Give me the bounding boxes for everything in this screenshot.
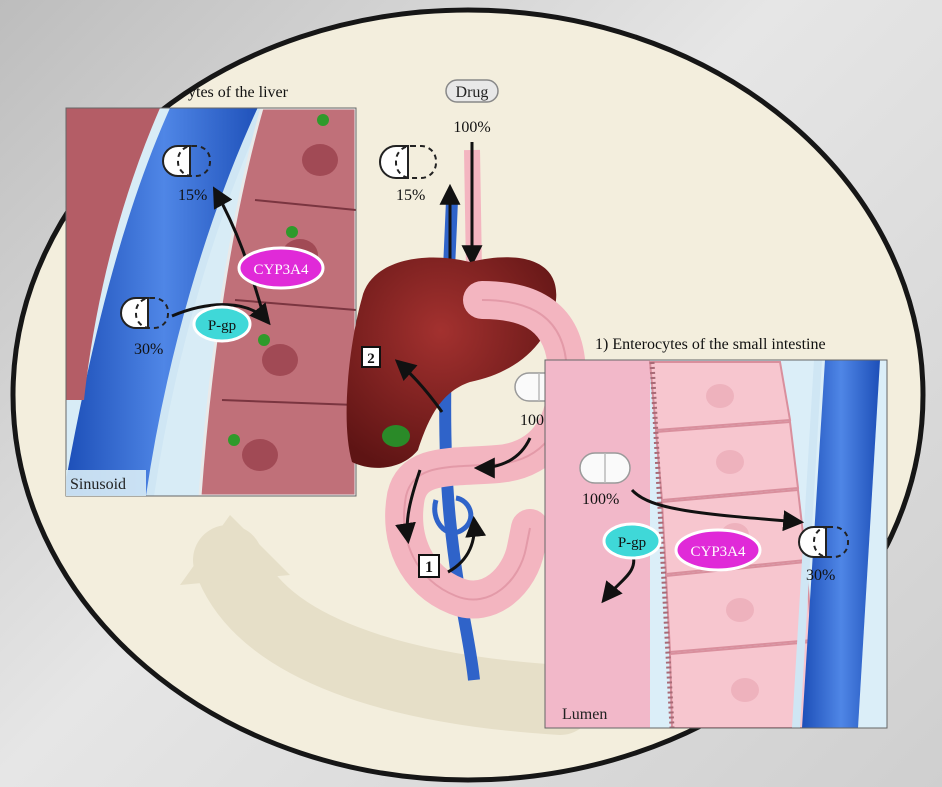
intestine-panel-tag: Lumen <box>562 706 607 723</box>
liver-percent-top: 15% <box>178 187 207 204</box>
intestine-pgp-badge: P-gp <box>604 524 660 558</box>
liver-panel-tag: Sinusoid <box>70 476 126 493</box>
intestine-cyp3a4-badge: CYP3A4 <box>676 530 760 570</box>
liver-cyp3a4-badge: CYP3A4 <box>239 248 323 288</box>
liver-panel: ytes of the liver Sinusoid 15% 30% CYP3A… <box>66 84 356 496</box>
drug-label: Drug <box>456 84 489 101</box>
svg-text:P-gp: P-gp <box>618 535 646 551</box>
intestine-percent-left: 100% <box>582 491 619 508</box>
liver-percent-bottom: 30% <box>134 341 163 358</box>
drug-percent: 100% <box>453 119 490 136</box>
svg-text:CYP3A4: CYP3A4 <box>253 262 309 278</box>
marker-2: 2 <box>362 347 380 367</box>
marker-1: 1 <box>419 555 439 577</box>
svg-text:1: 1 <box>425 559 433 576</box>
liver-panel-title: ytes of the liver <box>188 84 289 101</box>
top-escape-percent: 15% <box>396 187 425 204</box>
svg-text:2: 2 <box>367 351 375 367</box>
intestine-percent-right: 30% <box>806 567 835 584</box>
svg-text:P-gp: P-gp <box>208 318 236 334</box>
liver-pgp-badge: P-gp <box>194 307 250 341</box>
intestine-panel-title: 1) Enterocytes of the small intestine <box>595 336 826 353</box>
pill-enterocyte-icon <box>580 453 630 483</box>
intestine-panel: 1) Enterocytes of the small intestine Lu… <box>545 336 887 728</box>
svg-text:CYP3A4: CYP3A4 <box>690 544 746 560</box>
